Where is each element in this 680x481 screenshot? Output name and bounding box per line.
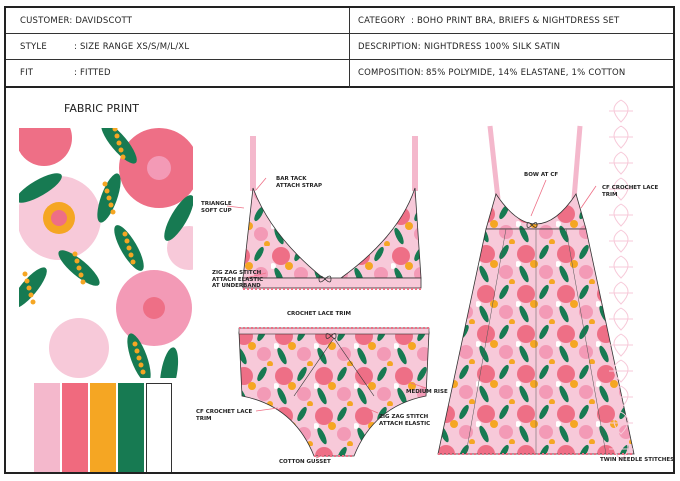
category-value: : BOHO PRINT BRA, BRIEFS & NIGHTDRESS SE… <box>411 16 620 26</box>
header-row-1: CUSTOMER: DAVIDSCOTT CATEGORY : BOHO PRI… <box>6 8 673 34</box>
brief-bow-icon <box>325 333 337 339</box>
customer-label: CUSTOMER: DAVIDSCOTT <box>20 16 133 26</box>
header-divider <box>349 8 350 88</box>
description-label: DESCRIPTION: <box>358 42 421 52</box>
header-row-2: STYLE : SIZE RANGE XS/S/M/L/XL DESCRIPTI… <box>6 34 673 60</box>
callout-medium-rise: MEDIUM RISE <box>406 389 448 395</box>
description-value: NIGHTDRESS 100% SILK SATIN <box>424 42 561 52</box>
palette-swatch <box>34 383 60 472</box>
category-label: CATEGORY <box>358 16 406 26</box>
style-label: STYLE <box>20 42 47 52</box>
fabric-print-swatch <box>19 128 193 378</box>
header-row-3: FIT : FITTED COMPOSITION: 85% POLYMIDE, … <box>6 60 673 88</box>
fabric-print-title: FABRIC PRINT <box>64 102 139 115</box>
palette-swatch <box>146 383 172 472</box>
palette-swatch <box>118 383 144 472</box>
brief-sketch <box>238 327 430 457</box>
composition-label: COMPOSITION: <box>358 68 424 78</box>
dress-bow-icon <box>526 222 538 228</box>
brief-body <box>238 331 430 457</box>
dress-bodice <box>485 193 587 230</box>
dress-left-strap <box>487 125 501 200</box>
palette-swatch <box>62 383 88 472</box>
bra-sketch <box>242 136 422 290</box>
fit-value: : FITTED <box>74 68 111 78</box>
customer-value: DAVIDSCOTT <box>75 16 133 26</box>
dress-right-strap <box>571 125 583 200</box>
callout-twin-needle: TWIN NEEDLE STITCHES <box>600 457 675 463</box>
bra-bow-icon <box>318 275 332 283</box>
tech-pack-sheet: CUSTOMER: DAVIDSCOTT CATEGORY : BOHO PRI… <box>4 6 675 474</box>
style-value: : SIZE RANGE XS/S/M/L/XL <box>74 42 190 52</box>
lace-trim-strip <box>609 99 633 461</box>
composition-value: 85% POLYMIDE, 14% ELASTANE, 1% COTTON <box>426 68 626 78</box>
nightdress-sketch <box>437 125 635 455</box>
callout-cotton-gusset: COTTON GUSSET <box>279 459 331 465</box>
callout-leader-lines <box>226 177 597 459</box>
fit-label: FIT <box>20 68 34 78</box>
callout-crochet-lace-trim: CROCHET LACE TRIM <box>287 311 351 317</box>
floral-print-illustration <box>19 128 193 378</box>
palette-swatch <box>90 383 116 472</box>
callout-bow-at-cf: BOW AT CF <box>524 172 559 178</box>
